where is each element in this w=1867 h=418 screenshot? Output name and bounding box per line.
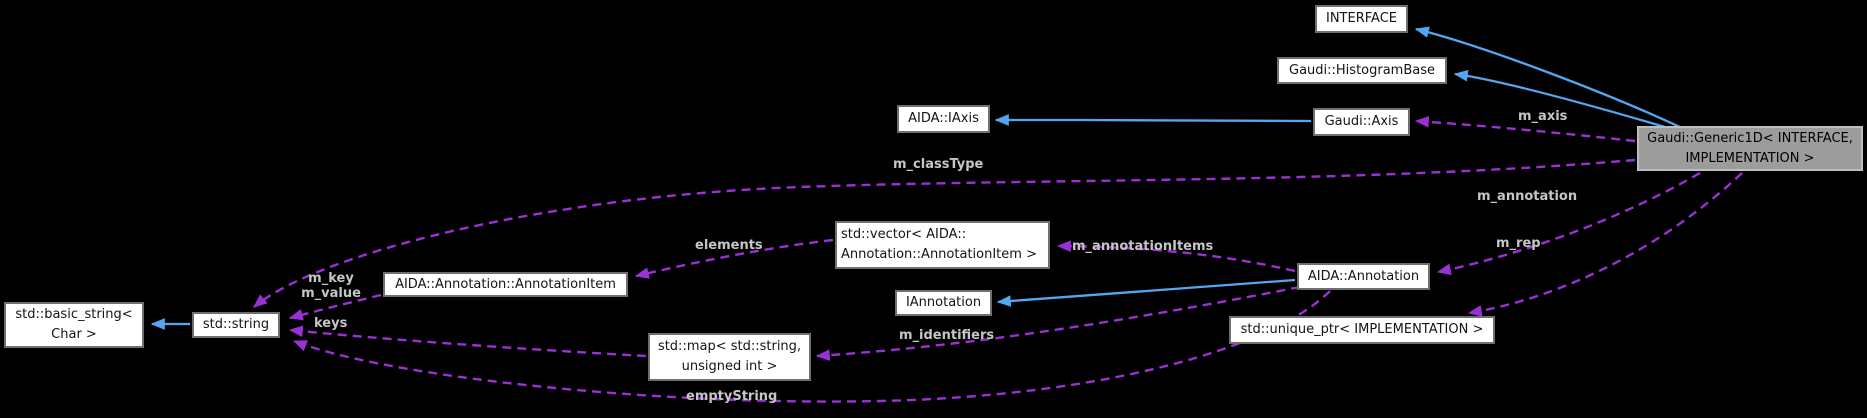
node-std-map-line2: unsigned int > [681,359,778,374]
edge-label-keys: keys [314,316,348,331]
node-std-unique-ptr[interactable]: std::unique_ptr< IMPLEMENTATION > [1229,316,1495,344]
edge-m-key-m-value [288,293,382,321]
edge-keys [288,325,647,358]
edge-label-m-key: m_key [308,271,354,286]
node-iannotation[interactable]: IAnnotation [895,290,992,316]
edge-label-elements: elements [695,238,763,253]
node-std-vector-line2: Annotation::AnnotationItem > [841,247,1037,262]
node-aida-annotation-annotationitem-label: AIDA::Annotation::AnnotationItem [395,276,616,292]
edge-inherit-histogrambase [1453,69,1666,129]
node-gaudi-generic1d-main: Gaudi::Generic1D< INTERFACE, IMPLEMENTAT… [1637,126,1863,171]
node-gaudi-axis-label: Gaudi::Axis [1324,114,1399,129]
node-std-string-label: std::string [202,317,270,332]
node-gaudi-histogrambase[interactable]: Gaudi::HistogramBase [1277,57,1447,84]
edge-inherit-iannotation [996,278,1296,307]
edge-m-annotation [1436,171,1701,276]
edge-m-rep [1467,172,1743,317]
edge-inherit-iaxis [994,114,1312,126]
edge-label-m-annotation: m_annotation [1477,189,1578,204]
edge-m-annotationitems [1056,240,1296,273]
edge-label-m-rep: m_rep [1496,236,1541,251]
edge-label-m-annotationitems: m_annotationItems [1072,239,1214,254]
node-std-basic-string[interactable]: std::basic_string< Char > [4,302,144,348]
node-interface[interactable]: INTERFACE [1315,5,1408,33]
edge-label-emptystring: emptyString [686,389,778,404]
node-std-string[interactable]: std::string [192,312,280,338]
node-std-map[interactable]: std::map< std::string, unsigned int > [648,333,811,381]
edge-m-identifiers [815,285,1301,361]
node-gaudi-axis[interactable]: Gaudi::Axis [1313,108,1410,136]
node-aida-annotation[interactable]: AIDA::Annotation [1297,263,1430,290]
edge-emptystring [292,290,1331,403]
node-gaudi-generic1d-line2: IMPLEMENTATION > [1685,150,1815,166]
node-interface-label: INTERFACE [1326,11,1397,26]
edge-m-classtype [253,158,1636,308]
node-iannotation-label: IAnnotation [905,295,982,310]
edge-label-m-value: m_value [301,286,361,301]
node-aida-iaxis-label: AIDA::IAxis [908,111,979,126]
node-gaudi-generic1d-line1: Gaudi::Generic1D< INTERFACE, [1647,130,1853,146]
node-aida-annotation-label: AIDA::Annotation [1307,268,1420,284]
node-std-basic-string-line1: std::basic_string< [15,307,133,322]
edge-label-m-key-m-value: m_key m_value [296,271,366,301]
node-std-basic-string-line2: Char > [51,327,97,342]
node-std-vector-annotationitem[interactable]: std::vector< AIDA:: Annotation::Annotati… [835,221,1050,269]
node-std-map-line1: std::map< std::string, [657,339,802,354]
node-aida-annotation-annotationitem[interactable]: AIDA::Annotation::AnnotationItem [383,272,628,297]
node-std-vector-line1: std::vector< AIDA:: [841,227,967,242]
edge-m-axis [1414,116,1636,143]
edge-label-m-classtype: m_classType [893,157,984,172]
edge-inherit-interface [1414,26,1681,129]
edge-label-m-axis: m_axis [1518,109,1568,124]
edge-label-m-identifiers: m_identifiers [899,328,995,343]
node-std-unique-ptr-label: std::unique_ptr< IMPLEMENTATION > [1240,322,1484,337]
node-aida-iaxis[interactable]: AIDA::IAxis [897,105,990,133]
node-gaudi-histogrambase-label: Gaudi::HistogramBase [1289,62,1435,78]
